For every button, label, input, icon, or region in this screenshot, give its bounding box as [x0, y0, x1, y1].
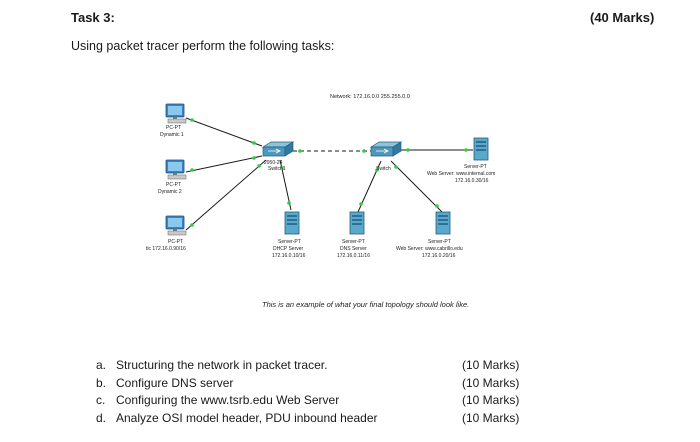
- pc1-type: PC-PT: [166, 125, 181, 131]
- server-dns[interactable]: Server-PT DNS Server 172.16.0.11/16: [337, 211, 370, 259]
- internal-type: Server-PT: [464, 164, 487, 170]
- server-icon: [349, 211, 365, 235]
- cabrillo-type: Server-PT: [428, 239, 451, 245]
- switch-2[interactable]: Switch: [370, 141, 402, 172]
- task-item: a. Structuring the network in packet tra…: [96, 358, 536, 376]
- task-title: Task 3:: [71, 10, 115, 25]
- pc3-type: PC-PT: [168, 239, 183, 245]
- instruction-text: Using packet tracer perform the followin…: [71, 39, 335, 53]
- task-marks: (10 Marks): [462, 410, 520, 425]
- task-text: Analyze OSI model header, PDU inbound he…: [116, 410, 378, 425]
- pc-icon: [165, 159, 187, 180]
- switch1-model: 2950-24: [264, 160, 283, 166]
- dhcp-ip: 172.16.0.10/16: [272, 253, 306, 259]
- link-pc3-switch1: [185, 159, 267, 231]
- task-letter: b.: [96, 375, 107, 390]
- server-icon: [284, 211, 300, 235]
- server-web-cabrillo[interactable]: Server-PT Web Server: www.cabrillo.edu 1…: [396, 211, 463, 259]
- task-text: Configure DNS server: [116, 375, 234, 390]
- pc-static[interactable]: PC-PT tic 172.16.0.90/16: [146, 215, 187, 252]
- switch-icon: [262, 141, 294, 157]
- switch1-name: Switch1: [268, 166, 286, 172]
- task-item: c. Configuring the www.tsrb.edu Web Serv…: [96, 393, 536, 411]
- total-marks: (40 Marks): [590, 10, 655, 25]
- task-marks: (10 Marks): [462, 375, 520, 390]
- cabrillo-role: Web Server: www.cabrillo.edu: [396, 246, 463, 252]
- internal-role: Web Server: www.internal.com: [427, 171, 495, 177]
- task-item: d. Analyze OSI model header, PDU inbound…: [96, 411, 536, 429]
- link-pc2-switch1: [185, 155, 263, 173]
- dns-role: DNS Server: [340, 246, 367, 252]
- pc3-name: tic 172.16.0.90/16: [146, 246, 186, 252]
- dns-type: Server-PT: [342, 239, 365, 245]
- internal-ip: 172.16.0.30/16: [455, 178, 489, 184]
- task-letter: d.: [96, 410, 107, 425]
- task-marks: (10 Marks): [462, 393, 520, 407]
- dhcp-role: DHCP Server: [273, 246, 304, 252]
- task-marks: (10 Marks): [462, 358, 520, 372]
- switch2-name: Switch: [376, 166, 391, 172]
- topology-caption: This is an example of what your final to…: [262, 300, 470, 309]
- task-item: b. Configure DNS server (10 Marks): [96, 376, 536, 394]
- cabrillo-ip: 172.16.0.20/16: [422, 253, 456, 259]
- pc2-name: Dynamic 2: [158, 189, 182, 195]
- pc1-name: Dynamic 1: [160, 132, 184, 138]
- switch-icon: [370, 141, 402, 157]
- task-letter: a.: [96, 358, 107, 372]
- task-text: Configuring the www.tsrb.edu Web Server: [116, 393, 340, 407]
- server-icon: [435, 211, 451, 235]
- dhcp-type: Server-PT: [278, 239, 301, 245]
- link-pc1-switch1: [185, 117, 263, 147]
- pc-icon: [165, 215, 187, 236]
- server-web-internal[interactable]: Server-PT Web Server: www.internal.com 1…: [427, 137, 495, 184]
- pc-icon: [165, 103, 187, 124]
- pc2-type: PC-PT: [166, 182, 181, 188]
- pc-dynamic-1[interactable]: PC-PT Dynamic 1: [160, 103, 187, 138]
- dns-ip: 172.16.0.11/16: [337, 253, 370, 259]
- task-letter: c.: [96, 393, 106, 407]
- task-list: a. Structuring the network in packet tra…: [96, 358, 536, 428]
- pc-dynamic-2[interactable]: PC-PT Dynamic 2: [158, 159, 187, 195]
- link-switch2-cabrillo: [390, 160, 443, 213]
- network-label: Network: 172.16.0.0 255.255.0.0: [330, 94, 410, 100]
- port-status-dots: [190, 118, 468, 227]
- task-text: Structuring the network in packet tracer…: [116, 358, 328, 372]
- switch-1[interactable]: 2950-24 Switch1: [262, 141, 294, 172]
- server-dhcp[interactable]: Server-PT DHCP Server 172.16.0.10/16: [272, 211, 306, 259]
- server-icon: [473, 137, 489, 161]
